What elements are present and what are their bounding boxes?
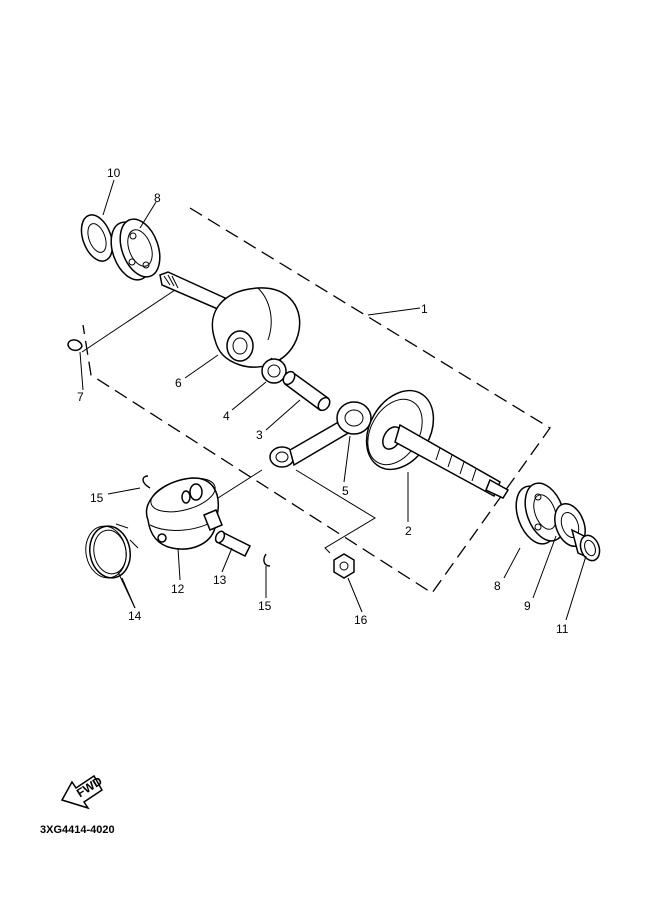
leader-lines (79, 179, 587, 621)
woodruff-key (67, 339, 83, 352)
circlip-upper (142, 475, 151, 489)
crank-left (159, 271, 301, 368)
callout-5: 5 (342, 484, 349, 498)
callout-1: 1 (421, 302, 428, 316)
callout-16: 16 (354, 613, 368, 627)
piston-rings (85, 523, 139, 579)
callout-7: 7 (77, 390, 84, 404)
callout-6: 6 (175, 376, 182, 390)
connecting-rod (269, 401, 372, 468)
nut-dashed-link (295, 469, 376, 554)
callout-2: 2 (405, 524, 412, 538)
callout-11: 11 (556, 622, 569, 636)
callout-9: 9 (524, 599, 531, 613)
crank-pin (282, 370, 331, 412)
bearing-left (110, 218, 161, 281)
callout-15-lower: 15 (258, 599, 272, 613)
collar (570, 528, 601, 562)
piston-pin (214, 530, 252, 558)
callout-14: 14 (128, 609, 142, 623)
callout-8-right: 8 (494, 579, 501, 593)
callout-12: 12 (171, 582, 185, 596)
callout-15-upper: 15 (90, 491, 104, 505)
callout-8-left: 8 (154, 191, 161, 205)
piston (145, 477, 223, 550)
drawing-code: 3XG4414-4020 (40, 824, 115, 836)
crank-right (365, 389, 510, 499)
circlip-lower (263, 553, 271, 567)
bearing-right (515, 482, 566, 545)
callout-3: 3 (256, 428, 263, 442)
needle-bearing (261, 357, 287, 384)
fwd-arrow-icon: FWD (60, 774, 105, 810)
oil-seal-left (80, 214, 114, 262)
piston-link (217, 469, 263, 499)
callout-13: 13 (213, 573, 227, 587)
callout-4: 4 (223, 409, 230, 423)
nut (333, 553, 355, 579)
callout-10: 10 (107, 166, 121, 180)
assembly-boundary (82, 207, 551, 594)
